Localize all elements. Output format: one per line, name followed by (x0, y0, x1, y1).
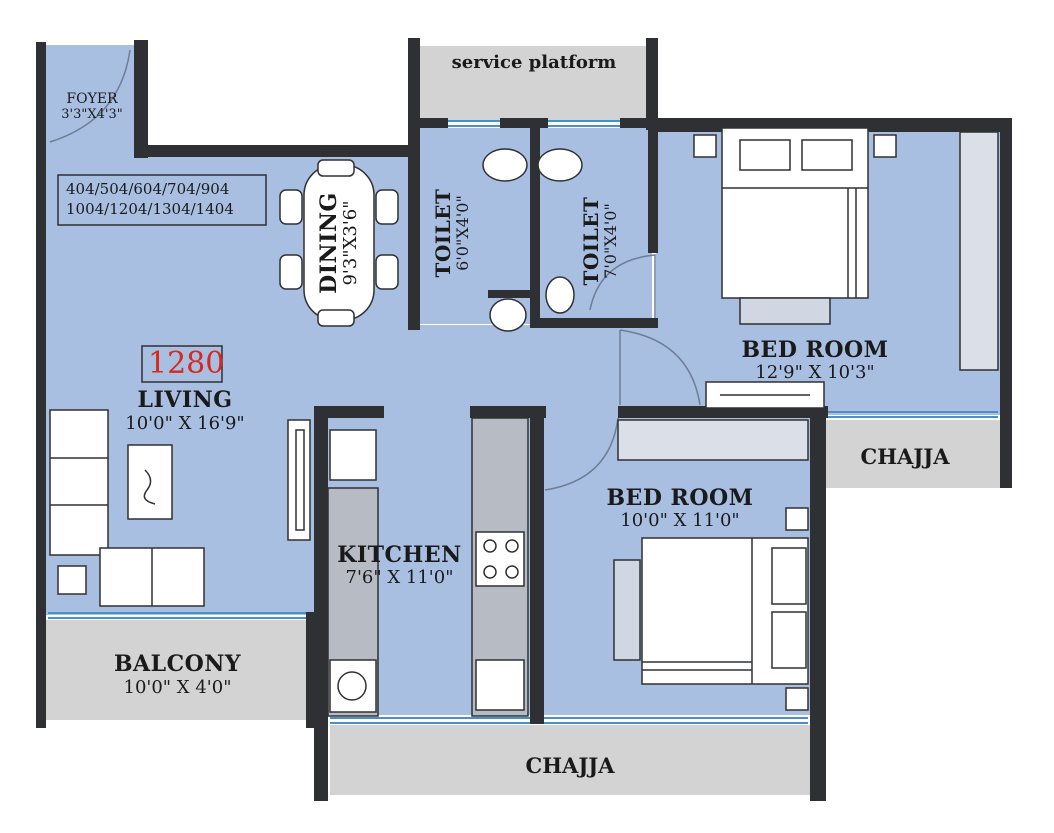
kitchen-name: KITCHEN (337, 542, 462, 568)
wall-service-right (646, 38, 658, 130)
service-label: service platform (451, 52, 617, 73)
wall-right-bedroom1 (1000, 118, 1012, 488)
wash-basin-2 (537, 148, 583, 182)
bedroom1-dim: 12'9" X 10'3" (755, 362, 875, 383)
area-badge: 1280 (148, 346, 225, 381)
bedroom1-label: BED ROOM 12'9" X 10'3" (720, 339, 910, 382)
dining-name: DINING (316, 192, 342, 294)
chajja-right-label: CHAJJA (860, 444, 950, 469)
furniture (49, 127, 999, 717)
wall-service-bottom (408, 118, 448, 128)
hall-floor (416, 325, 656, 415)
unit-codes-line2: 1004/1204/1304/1404 (66, 200, 234, 218)
living-label: LIVING 10'0" X 16'9" (100, 389, 270, 433)
living-dim: 10'0" X 16'9" (125, 413, 245, 434)
wall-toilet-mid (530, 128, 540, 328)
bedroom1-name: BED ROOM (741, 337, 889, 363)
wall-kitchen-mid-top (470, 406, 546, 418)
foyer-door (49, 49, 131, 143)
toilet2-door (589, 254, 656, 318)
unit-codes-box (57, 174, 267, 226)
window-lines (48, 120, 998, 724)
wardrobe-1 (959, 131, 999, 371)
wall-bedroom2-right (810, 406, 826, 801)
doors (49, 49, 701, 491)
outdoor-areas (44, 46, 1000, 795)
wall-service-left (408, 38, 420, 330)
service-platform-area (420, 46, 648, 122)
kitchen-sink (475, 659, 525, 711)
wash-basin-1 (482, 148, 528, 182)
wc-1 (489, 298, 527, 332)
toilet1-name: TOILET (431, 188, 455, 278)
wall-kitchen-left (314, 406, 328, 801)
sofa-side (49, 409, 109, 556)
wall-kitchen-mid (530, 406, 544, 724)
wall-foyer-right (134, 40, 148, 158)
wc-2 (545, 276, 575, 314)
area-badge-box (141, 345, 223, 383)
foyer-label: FOYER 3'3"X4'3" (52, 92, 132, 121)
toilet2-label: TOILET 7'0"X4'0" (579, 181, 620, 301)
chajja-bottom-label: CHAJJA (525, 753, 615, 778)
wardrobe-2 (617, 419, 809, 461)
wall-service-bottom-mid (500, 118, 548, 128)
bedroom2-label: BED ROOM 10'0" X 11'0" (580, 487, 780, 530)
kitchen-label: KITCHEN 7'6" X 11'0" (322, 544, 477, 587)
foyer-name: FOYER (66, 91, 118, 107)
toilet1-dim: 6'0"X4'0" (453, 195, 472, 271)
chajja-bottom-area (330, 725, 810, 795)
bedroom2-door (544, 417, 619, 491)
wall-toilet-bottom (530, 318, 658, 328)
wall-kitchen-left-top (314, 406, 384, 418)
dining-dim: 9'3"X3'6" (340, 200, 361, 286)
wall-toilet1-bottom (488, 290, 532, 298)
living-name: LIVING (137, 387, 233, 413)
balcony-name: BALCONY (113, 651, 242, 677)
wall-service-bottom-right (620, 118, 660, 128)
wall-balcony-right (306, 612, 316, 728)
toilet2-name: TOILET (579, 196, 603, 286)
foyer-dim: 3'3"X4'3" (61, 107, 123, 122)
walls (36, 38, 1012, 801)
toilet2-dim: 7'0"X4'0" (601, 203, 620, 279)
bedroom1-door (619, 329, 701, 406)
kitchen-dim: 7'6" X 11'0" (345, 567, 454, 588)
balcony-label: BALCONY 10'0" X 4'0" (90, 653, 265, 697)
bedroom2-name: BED ROOM (606, 485, 754, 511)
dining-label: DINING 9'3"X3'6" (316, 168, 361, 318)
toilet1-label: TOILET 6'0"X4'0" (431, 173, 472, 293)
unit-codes-line1: 404/504/604/704/904 (66, 180, 230, 198)
unit-codes: 404/504/604/704/904 1004/1204/1304/1404 (66, 182, 234, 217)
wall-left (36, 42, 46, 728)
foyer-floor (44, 45, 136, 155)
wall-bedroom2-top (618, 406, 828, 418)
hob (475, 531, 525, 587)
balcony-dim: 10'0" X 4'0" (123, 677, 232, 698)
balcony-area (44, 620, 314, 720)
wall-toilet2-right (648, 128, 658, 253)
wall-top-living (134, 145, 416, 157)
bedroom2-dim: 10'0" X 11'0" (620, 510, 740, 531)
side-table (57, 565, 87, 595)
chajja-right-area (822, 420, 1000, 488)
